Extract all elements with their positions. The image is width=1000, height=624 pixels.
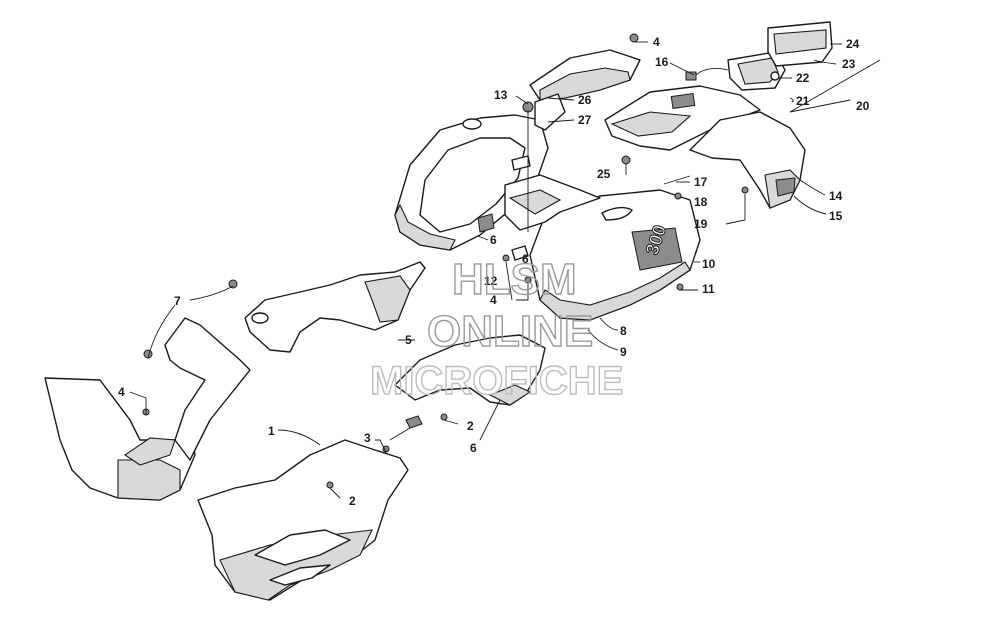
callout-12: 12 <box>484 274 498 288</box>
callout-4: 4 <box>490 293 497 307</box>
inner-splash-panel <box>244 261 426 353</box>
callout-23: 23 <box>842 57 856 71</box>
callout-10: 10 <box>702 257 716 271</box>
center-tray <box>504 174 601 261</box>
callout-6: 6 <box>522 252 529 266</box>
callout-4: 4 <box>653 35 660 49</box>
callout-22: 22 <box>796 71 810 85</box>
leader-lines <box>129 41 881 499</box>
callout-7: 7 <box>174 294 181 308</box>
callout-2: 2 <box>349 494 356 508</box>
callout-18: 18 <box>694 195 708 209</box>
left-footwell-front <box>44 317 251 501</box>
callout-20: 20 <box>856 99 870 113</box>
callout-27: 27 <box>578 113 592 127</box>
callout-labels: 1 2 2 3 4 4 4 5 6 6 6 7 8 9 10 11 12 13 … <box>118 35 870 508</box>
watermark-line1: HLSM <box>452 255 577 304</box>
callout-24: 24 <box>846 37 860 51</box>
callout-8: 8 <box>620 324 627 338</box>
callout-11: 11 <box>702 282 715 296</box>
rear-fender-body <box>529 189 701 321</box>
callout-9: 9 <box>620 345 627 359</box>
callout-17: 17 <box>694 175 708 189</box>
front-fender <box>394 114 549 251</box>
watermark: HLSM ONLINE MICROFICHE <box>369 254 624 403</box>
hardware <box>142 33 749 489</box>
callout-3: 3 <box>364 431 371 445</box>
callout-1: 1 <box>268 424 275 438</box>
callout-19: 19 <box>694 217 708 231</box>
watermark-line3: MICROFICHE <box>370 359 623 403</box>
callout-21: 21 <box>796 94 810 108</box>
watermark-line2: ONLINE <box>427 307 593 356</box>
callout-13: 13 <box>494 88 508 102</box>
callout-4: 4 <box>118 385 125 399</box>
taillight-assembly <box>685 21 833 91</box>
callout-2: 2 <box>467 419 474 433</box>
callout-16: 16 <box>655 55 669 69</box>
callout-14: 14 <box>829 189 843 203</box>
callout-5: 5 <box>405 333 412 347</box>
callout-6: 6 <box>470 441 477 455</box>
callout-25: 25 <box>597 167 611 181</box>
right-footwell <box>197 439 409 601</box>
callout-15: 15 <box>829 209 843 223</box>
rear-tail-panel <box>529 49 761 151</box>
callout-26: 26 <box>578 93 592 107</box>
callout-6: 6 <box>490 233 497 247</box>
rear-side-fender <box>689 111 806 209</box>
